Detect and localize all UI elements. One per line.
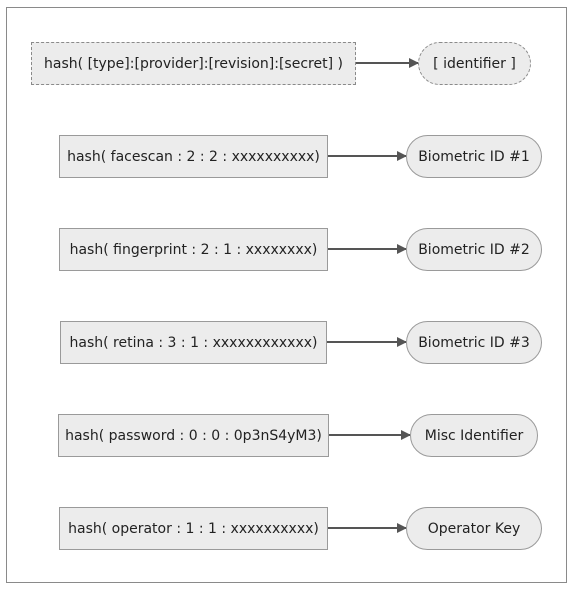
formula-node-retina: hash( retina : 3 : 1 : xxxxxxxxxxxx) bbox=[60, 321, 327, 364]
formula-node-fingerprint: hash( fingerprint : 2 : 1 : xxxxxxxx) bbox=[59, 228, 328, 271]
formula-node-operator: hash( operator : 1 : 1 : xxxxxxxxxx) bbox=[59, 507, 328, 550]
result-node-biometric-id-2: Biometric ID #2 bbox=[406, 228, 542, 271]
formula-node-facescan: hash( facescan : 2 : 2 : xxxxxxxxxx) bbox=[59, 135, 328, 178]
diagram-frame bbox=[6, 7, 567, 583]
template-result-node: [ identifier ] bbox=[418, 42, 531, 85]
result-node-biometric-id-1: Biometric ID #1 bbox=[406, 135, 542, 178]
template-formula-node: hash( [type]:[provider]:[revision]:[secr… bbox=[31, 42, 356, 85]
result-node-operator-key: Operator Key bbox=[406, 507, 542, 550]
result-node-biometric-id-3: Biometric ID #3 bbox=[406, 321, 542, 364]
formula-node-password: hash( password : 0 : 0 : 0p3nS4yM3) bbox=[58, 414, 329, 457]
result-node-misc-identifier: Misc Identifier bbox=[410, 414, 538, 457]
